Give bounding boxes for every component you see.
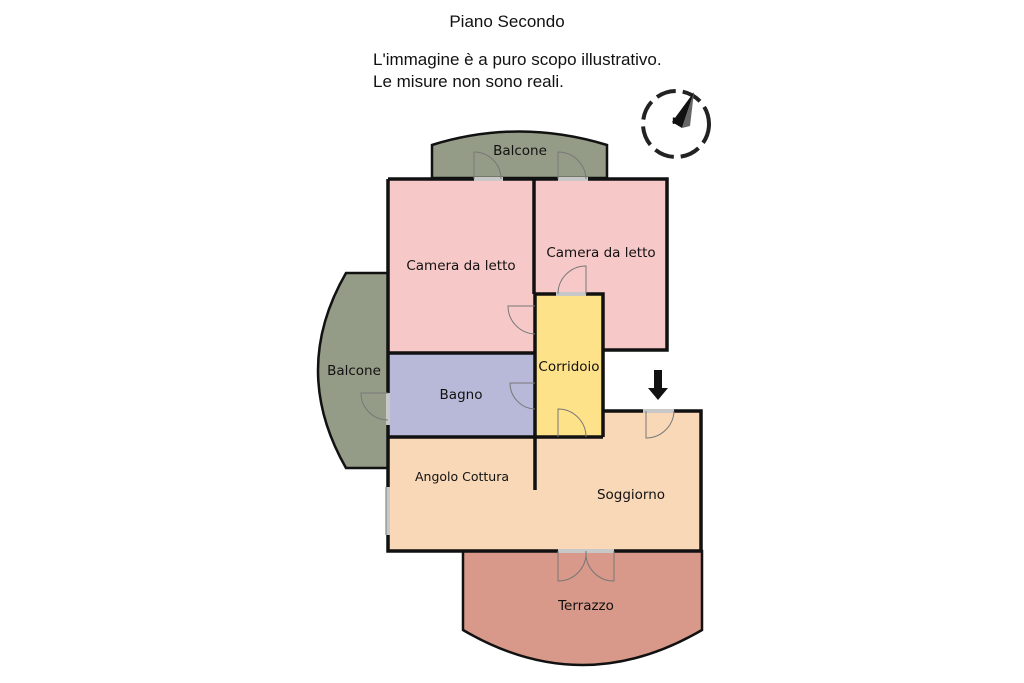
label-bagno: Bagno <box>440 387 483 403</box>
label-camera-da-letto-2: Camera da letto <box>546 245 655 261</box>
label-angolo-cottura: Angolo Cottura <box>415 469 509 484</box>
balcone-left-area <box>316 271 390 470</box>
balcone-top-area <box>430 130 609 180</box>
corridoio-area <box>535 294 603 437</box>
label-balcone-left: Balcone <box>327 363 381 379</box>
bagno-area <box>388 353 536 437</box>
compass-icon: N <box>641 89 711 159</box>
entrance-arrow-icon <box>648 370 668 400</box>
disclaimer-line-1: L'immagine è a puro scopo illustrativo. <box>373 50 662 69</box>
disclaimer-line-2: Le misure non sono reali. <box>373 72 564 91</box>
living-area <box>388 411 701 551</box>
compass-north-label: N <box>672 117 680 127</box>
camera-da-letto-1-area <box>388 179 534 353</box>
label-terrazzo: Terrazzo <box>557 598 614 614</box>
label-soggiorno: Soggiorno <box>597 487 665 503</box>
terrazzo-area <box>461 549 704 667</box>
label-corridoio: Corridoio <box>538 359 599 375</box>
label-balcone-top: Balcone <box>493 143 547 159</box>
label-camera-da-letto-1: Camera da letto <box>406 258 515 274</box>
plan-title: Piano Secondo <box>449 12 565 31</box>
door-swings <box>360 151 675 582</box>
